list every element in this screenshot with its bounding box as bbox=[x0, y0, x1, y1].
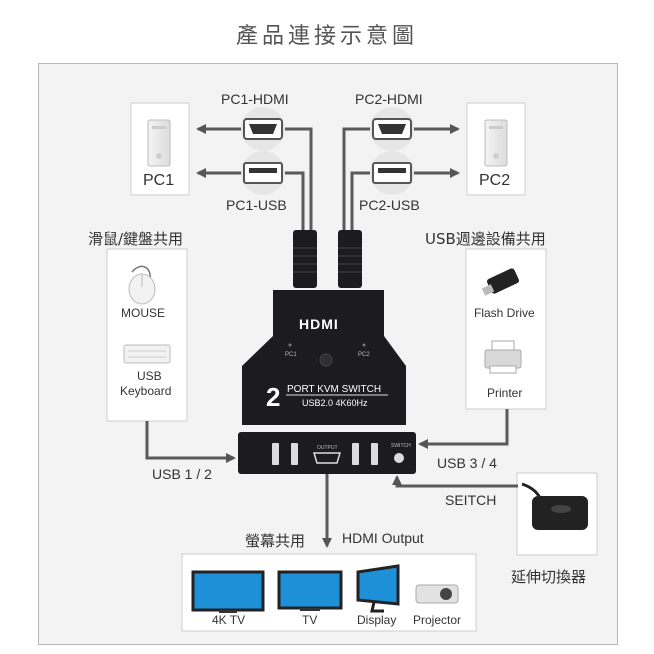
projector-icon bbox=[415, 584, 459, 604]
device-cable-plugs bbox=[293, 230, 362, 288]
device-switch-jack bbox=[394, 453, 404, 463]
device-spec-label: USB2.0 4K60Hz bbox=[302, 398, 368, 408]
display-icon bbox=[356, 564, 400, 613]
device-hdmi-out-port bbox=[312, 452, 342, 464]
pc2-hdmi-port-icon bbox=[370, 107, 414, 151]
keyboard-label-1: USB bbox=[137, 369, 162, 383]
switch-port-label: SWITCH bbox=[391, 443, 411, 449]
pc2-usb-label: PC2-USB bbox=[359, 197, 420, 213]
monitor-shared-label: 螢幕共用 bbox=[245, 532, 306, 550]
usb34-label: USB 3 / 4 bbox=[437, 455, 497, 471]
device-model-label: PORT KVM SWITCH bbox=[287, 384, 382, 395]
pc1-usb-label: PC1-USB bbox=[226, 197, 287, 213]
external-switch-icon bbox=[516, 472, 598, 556]
pc1-label: PC1 bbox=[143, 172, 175, 189]
flash-drive-label: Flash Drive bbox=[474, 306, 535, 320]
seitch-label: SEITCH bbox=[445, 492, 497, 508]
mouse-label: MOUSE bbox=[121, 306, 166, 320]
output-port-label: OUTPUT bbox=[317, 445, 338, 451]
pc2-led-label: PC2 bbox=[358, 352, 370, 358]
pc1-led bbox=[288, 343, 292, 347]
pc2-tower-icon bbox=[484, 119, 508, 167]
page-title: 產品連接示意圖 bbox=[235, 24, 418, 49]
keyboard-label-2: Keyboard bbox=[120, 384, 172, 398]
pc1-hdmi-port-icon bbox=[241, 107, 285, 151]
pc1-tower-icon bbox=[147, 119, 171, 167]
pc2-usb-port-icon bbox=[370, 151, 414, 195]
pc2-label: PC2 bbox=[479, 172, 511, 189]
device-usb-ports bbox=[272, 443, 378, 465]
tv-icon bbox=[277, 570, 343, 611]
flash-drive-icon bbox=[481, 268, 519, 296]
pc2-hdmi-label: PC2-HDMI bbox=[355, 91, 423, 107]
tv-label: TV bbox=[302, 613, 318, 627]
display-label: Display bbox=[357, 613, 397, 627]
printer-icon bbox=[484, 340, 522, 374]
mouse-icon bbox=[128, 265, 156, 305]
hdmi-output-label: HDMI Output bbox=[342, 530, 424, 546]
tv4k-label: 4K TV bbox=[212, 613, 246, 627]
printer-label: Printer bbox=[487, 386, 523, 400]
device-brand-logo: HDMI bbox=[299, 316, 339, 332]
usb-peripherals-shared-label: USB週邊設備共用 bbox=[425, 230, 546, 248]
device-port-count: 2 bbox=[266, 382, 281, 412]
switch-button[interactable] bbox=[319, 353, 333, 367]
tv4k-icon bbox=[191, 570, 265, 613]
pc2-led bbox=[362, 343, 366, 347]
pc-cables bbox=[196, 124, 460, 230]
mouse-keyboard-shared-label: 滑鼠/鍵盤共用 bbox=[88, 230, 184, 248]
projector-label: Projector bbox=[413, 613, 462, 627]
pc1-hdmi-label: PC1-HDMI bbox=[221, 91, 289, 107]
switch-line bbox=[392, 475, 518, 488]
pc1-led-label: PC1 bbox=[285, 352, 297, 358]
keyboard-icon bbox=[123, 344, 171, 364]
pc1-usb-port-icon bbox=[241, 151, 285, 195]
usb12-label: USB 1 / 2 bbox=[152, 466, 212, 482]
extension-switch-label: 延伸切換器 bbox=[511, 568, 587, 586]
usb-lines bbox=[145, 409, 509, 463]
